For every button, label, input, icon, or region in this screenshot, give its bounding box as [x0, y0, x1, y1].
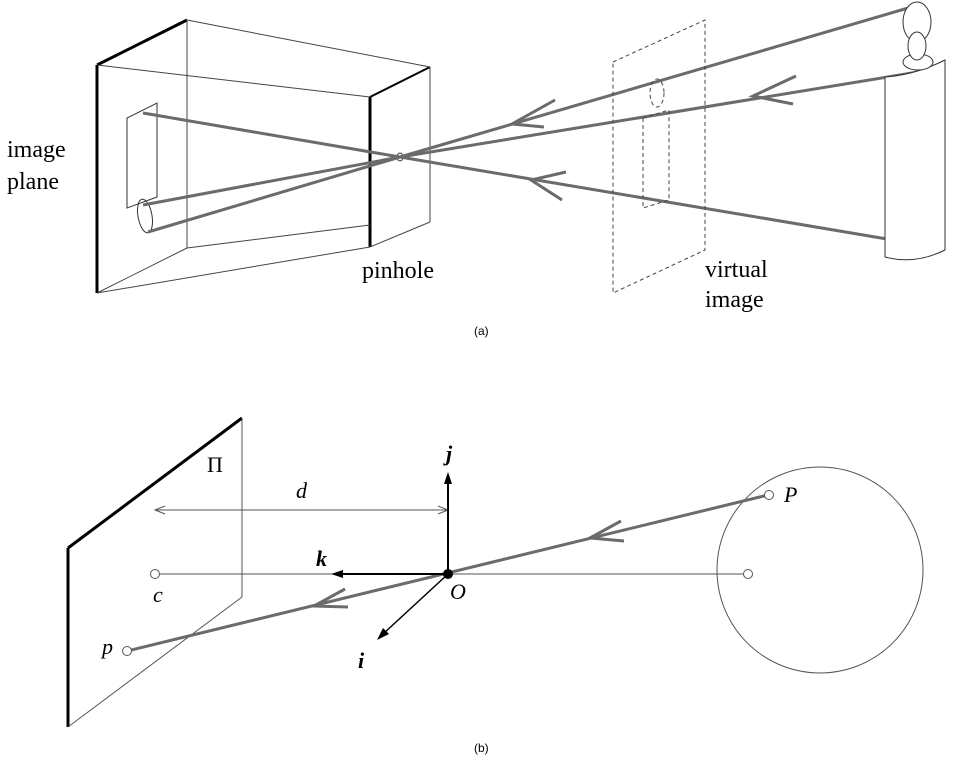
axis-i-label: i: [358, 648, 365, 673]
light-rays: [142, 4, 919, 241]
panel-b-pinhole-geometry: Π d j k i O c p P (b): [66, 416, 924, 755]
candle-object: [884, 1, 946, 261]
image-plane-label-line2: plane: [7, 169, 59, 195]
inverted-candle-image: [126, 102, 158, 234]
camera-axes: [331, 472, 452, 640]
virtual-image-label-line1: virtual: [705, 257, 768, 283]
focal-distance-dimension: [153, 505, 450, 515]
origin-point-O: [443, 569, 453, 579]
axis-j-label: j: [443, 441, 453, 466]
camera-box: [95, 18, 431, 294]
projection-ray-arrowheads: [308, 519, 625, 609]
axis-end-point: [743, 569, 753, 579]
point-p-label: p: [100, 634, 113, 659]
virtual-image-label-line2: image: [705, 287, 764, 313]
panel-b-caption: (b): [474, 741, 489, 755]
plane-pi-label: Π: [207, 452, 223, 477]
image-point-p: [122, 646, 132, 656]
world-point-P: [764, 490, 774, 500]
origin-O-label: O: [450, 579, 466, 604]
pinhole-label: pinhole: [362, 258, 434, 284]
image-plane-label-line1: image: [7, 137, 66, 163]
image-plane-pi: [66, 416, 243, 728]
object-sphere: [716, 466, 924, 674]
principal-point-c: [150, 569, 160, 579]
panel-a-caption: (a): [474, 324, 489, 338]
point-c-label: c: [153, 582, 163, 607]
point-P-label: P: [783, 482, 797, 507]
panel-a-pinhole-camera: image plane pinhole virtual image (a): [7, 1, 946, 338]
ray-arrowheads: [507, 74, 797, 202]
focal-d-label: d: [296, 478, 308, 503]
axis-k-label: k: [316, 546, 327, 571]
virtual-image-plane: [612, 19, 706, 294]
